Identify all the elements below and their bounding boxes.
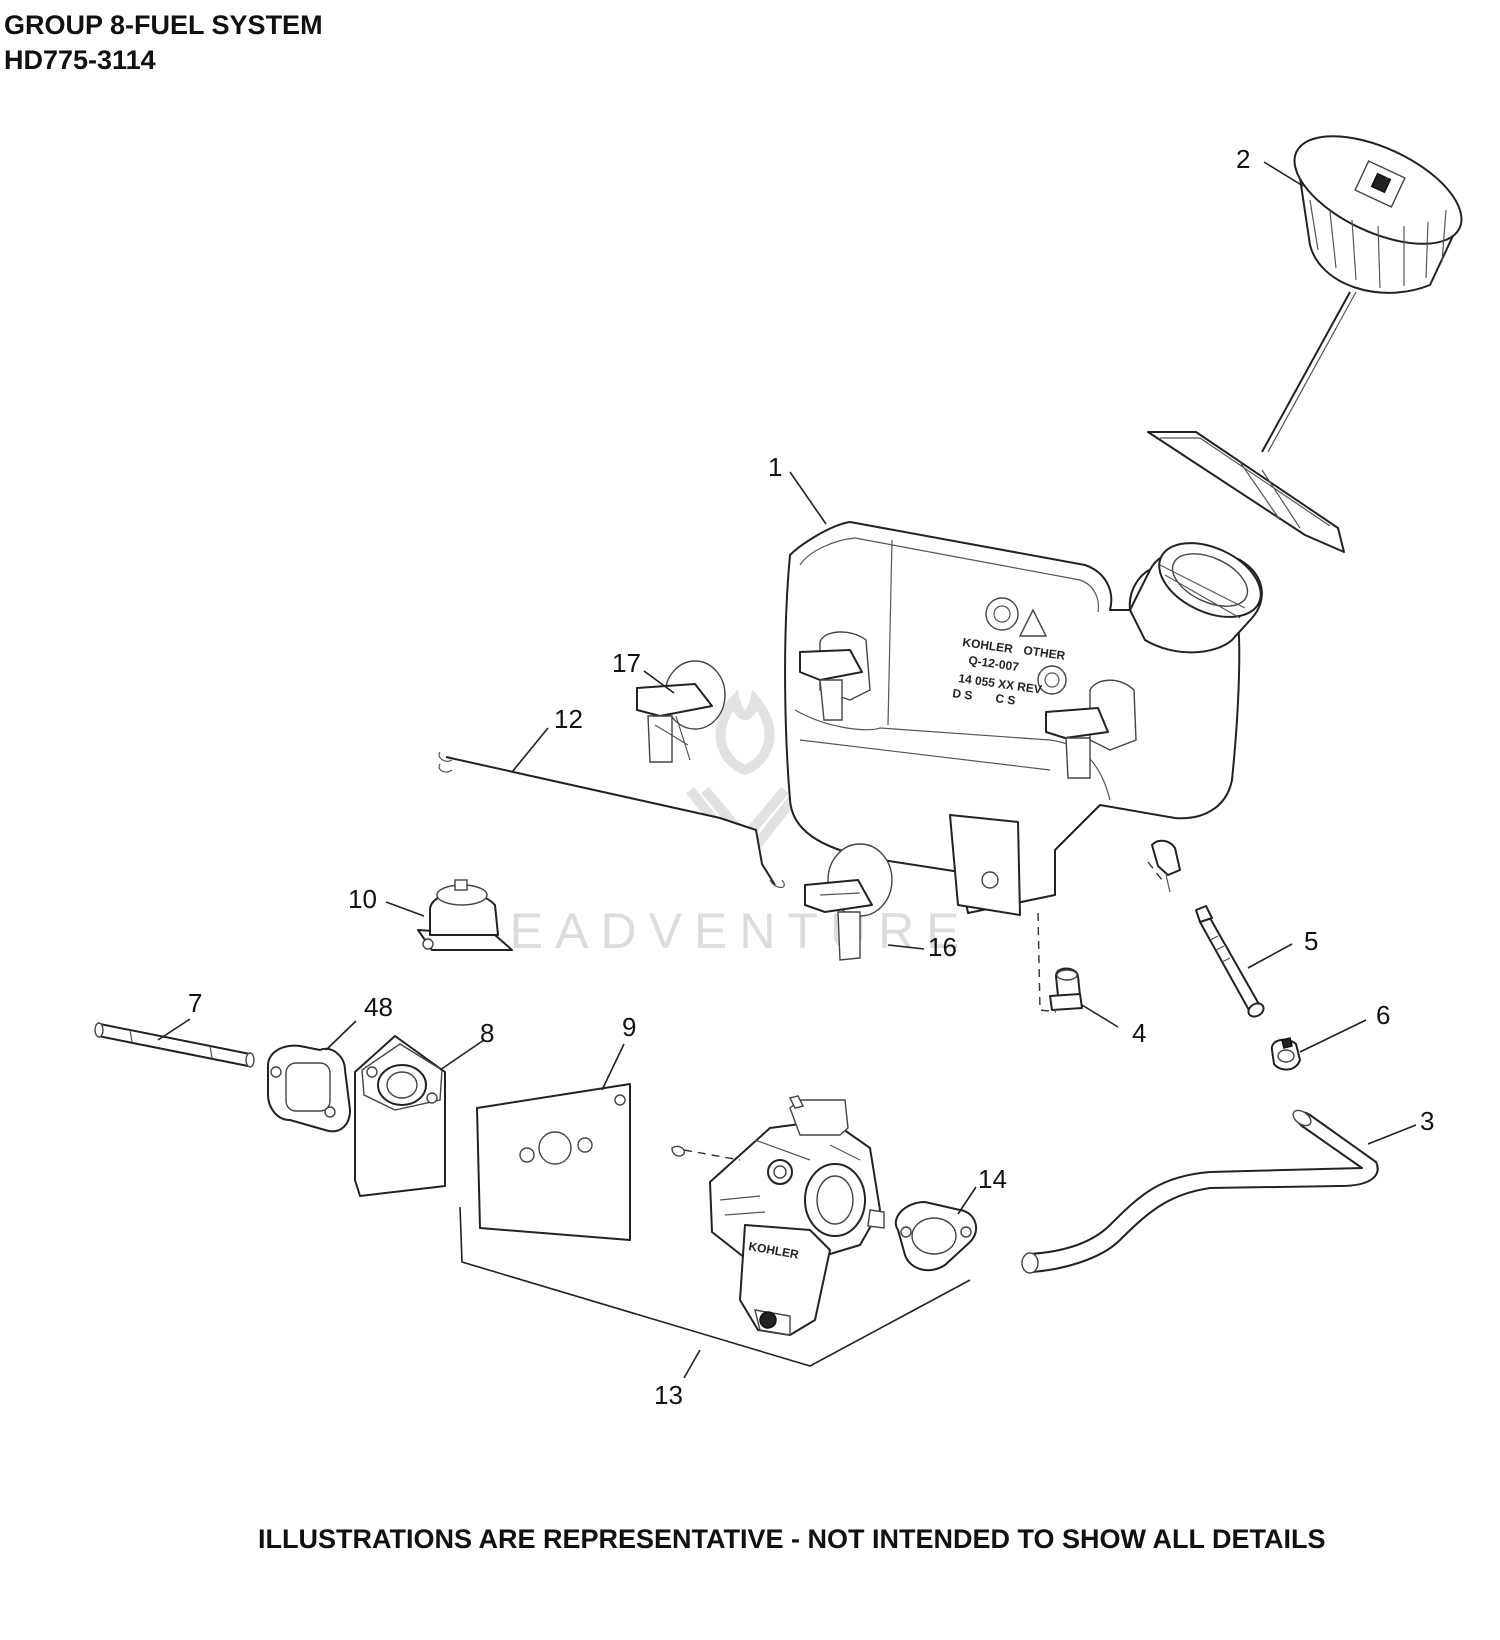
callout-13: 13 — [654, 1380, 683, 1410]
tank-other-marking: OTHER — [1023, 643, 1067, 663]
tank-ds-marking: D S — [952, 686, 974, 703]
assembly-lines — [459, 861, 1163, 1367]
part-10-fuel-shutoff — [417, 879, 513, 951]
disclaimer-note: ILLUSTRATIONS ARE REPRESENTATIVE - NOT I… — [258, 1524, 1326, 1554]
callout-8: 8 — [480, 1018, 494, 1048]
callout-48: 48 — [364, 992, 393, 1022]
callout-14: 14 — [978, 1164, 1007, 1194]
part-5-fuel-valve — [1195, 905, 1265, 1018]
part-8-spacer — [354, 1035, 446, 1197]
callout-3: 3 — [1420, 1106, 1434, 1136]
tank-cs-marking: C S — [995, 691, 1017, 708]
callout-4: 4 — [1132, 1018, 1146, 1048]
part-3-fuel-hose — [1021, 1109, 1379, 1274]
part-9-plate — [476, 1083, 631, 1241]
callout-6: 6 — [1376, 1000, 1390, 1030]
part-14-gasket — [895, 1201, 978, 1272]
callout-1: 1 — [768, 452, 782, 482]
callout-16: 16 — [928, 932, 957, 962]
part-13-carburetor: KOHLER — [671, 1095, 885, 1336]
title-block: GROUP 8-FUEL SYSTEM HD775-3114 — [4, 8, 323, 78]
callout-2: 2 — [1236, 144, 1250, 174]
part-16-mounting-clip — [804, 843, 893, 961]
part-4-fitting — [1049, 967, 1083, 1011]
watermark-text: LEADVENTURE — [470, 903, 972, 959]
callout-7: 7 — [188, 988, 202, 1018]
part-17-mounting-clip — [636, 660, 726, 763]
callout-10: 10 — [348, 884, 377, 914]
callout-5: 5 — [1304, 926, 1318, 956]
part-12-linkage-rod — [438, 751, 785, 889]
leader-lines — [157, 161, 1417, 1379]
part-48-gasket — [267, 1044, 351, 1133]
model-number: HD775-3114 — [4, 45, 156, 75]
callout-9: 9 — [622, 1012, 636, 1042]
page-title: GROUP 8-FUEL SYSTEM — [4, 10, 323, 40]
callout-17: 17 — [612, 648, 641, 678]
part-6-clamp — [1270, 1037, 1301, 1071]
callouts: 1 2 3 4 5 6 7 8 9 10 12 13 14 16 17 48 — [188, 144, 1434, 1410]
callout-12: 12 — [554, 704, 583, 734]
part-7-stud — [94, 1022, 255, 1068]
part-1-fuel-tank: KOHLER Q-12-007 14 055 XX REV D S C S OT… — [784, 521, 1263, 916]
part-2-fuel-cap — [1147, 135, 1463, 553]
watermark: LEADVENTURE — [470, 689, 972, 959]
